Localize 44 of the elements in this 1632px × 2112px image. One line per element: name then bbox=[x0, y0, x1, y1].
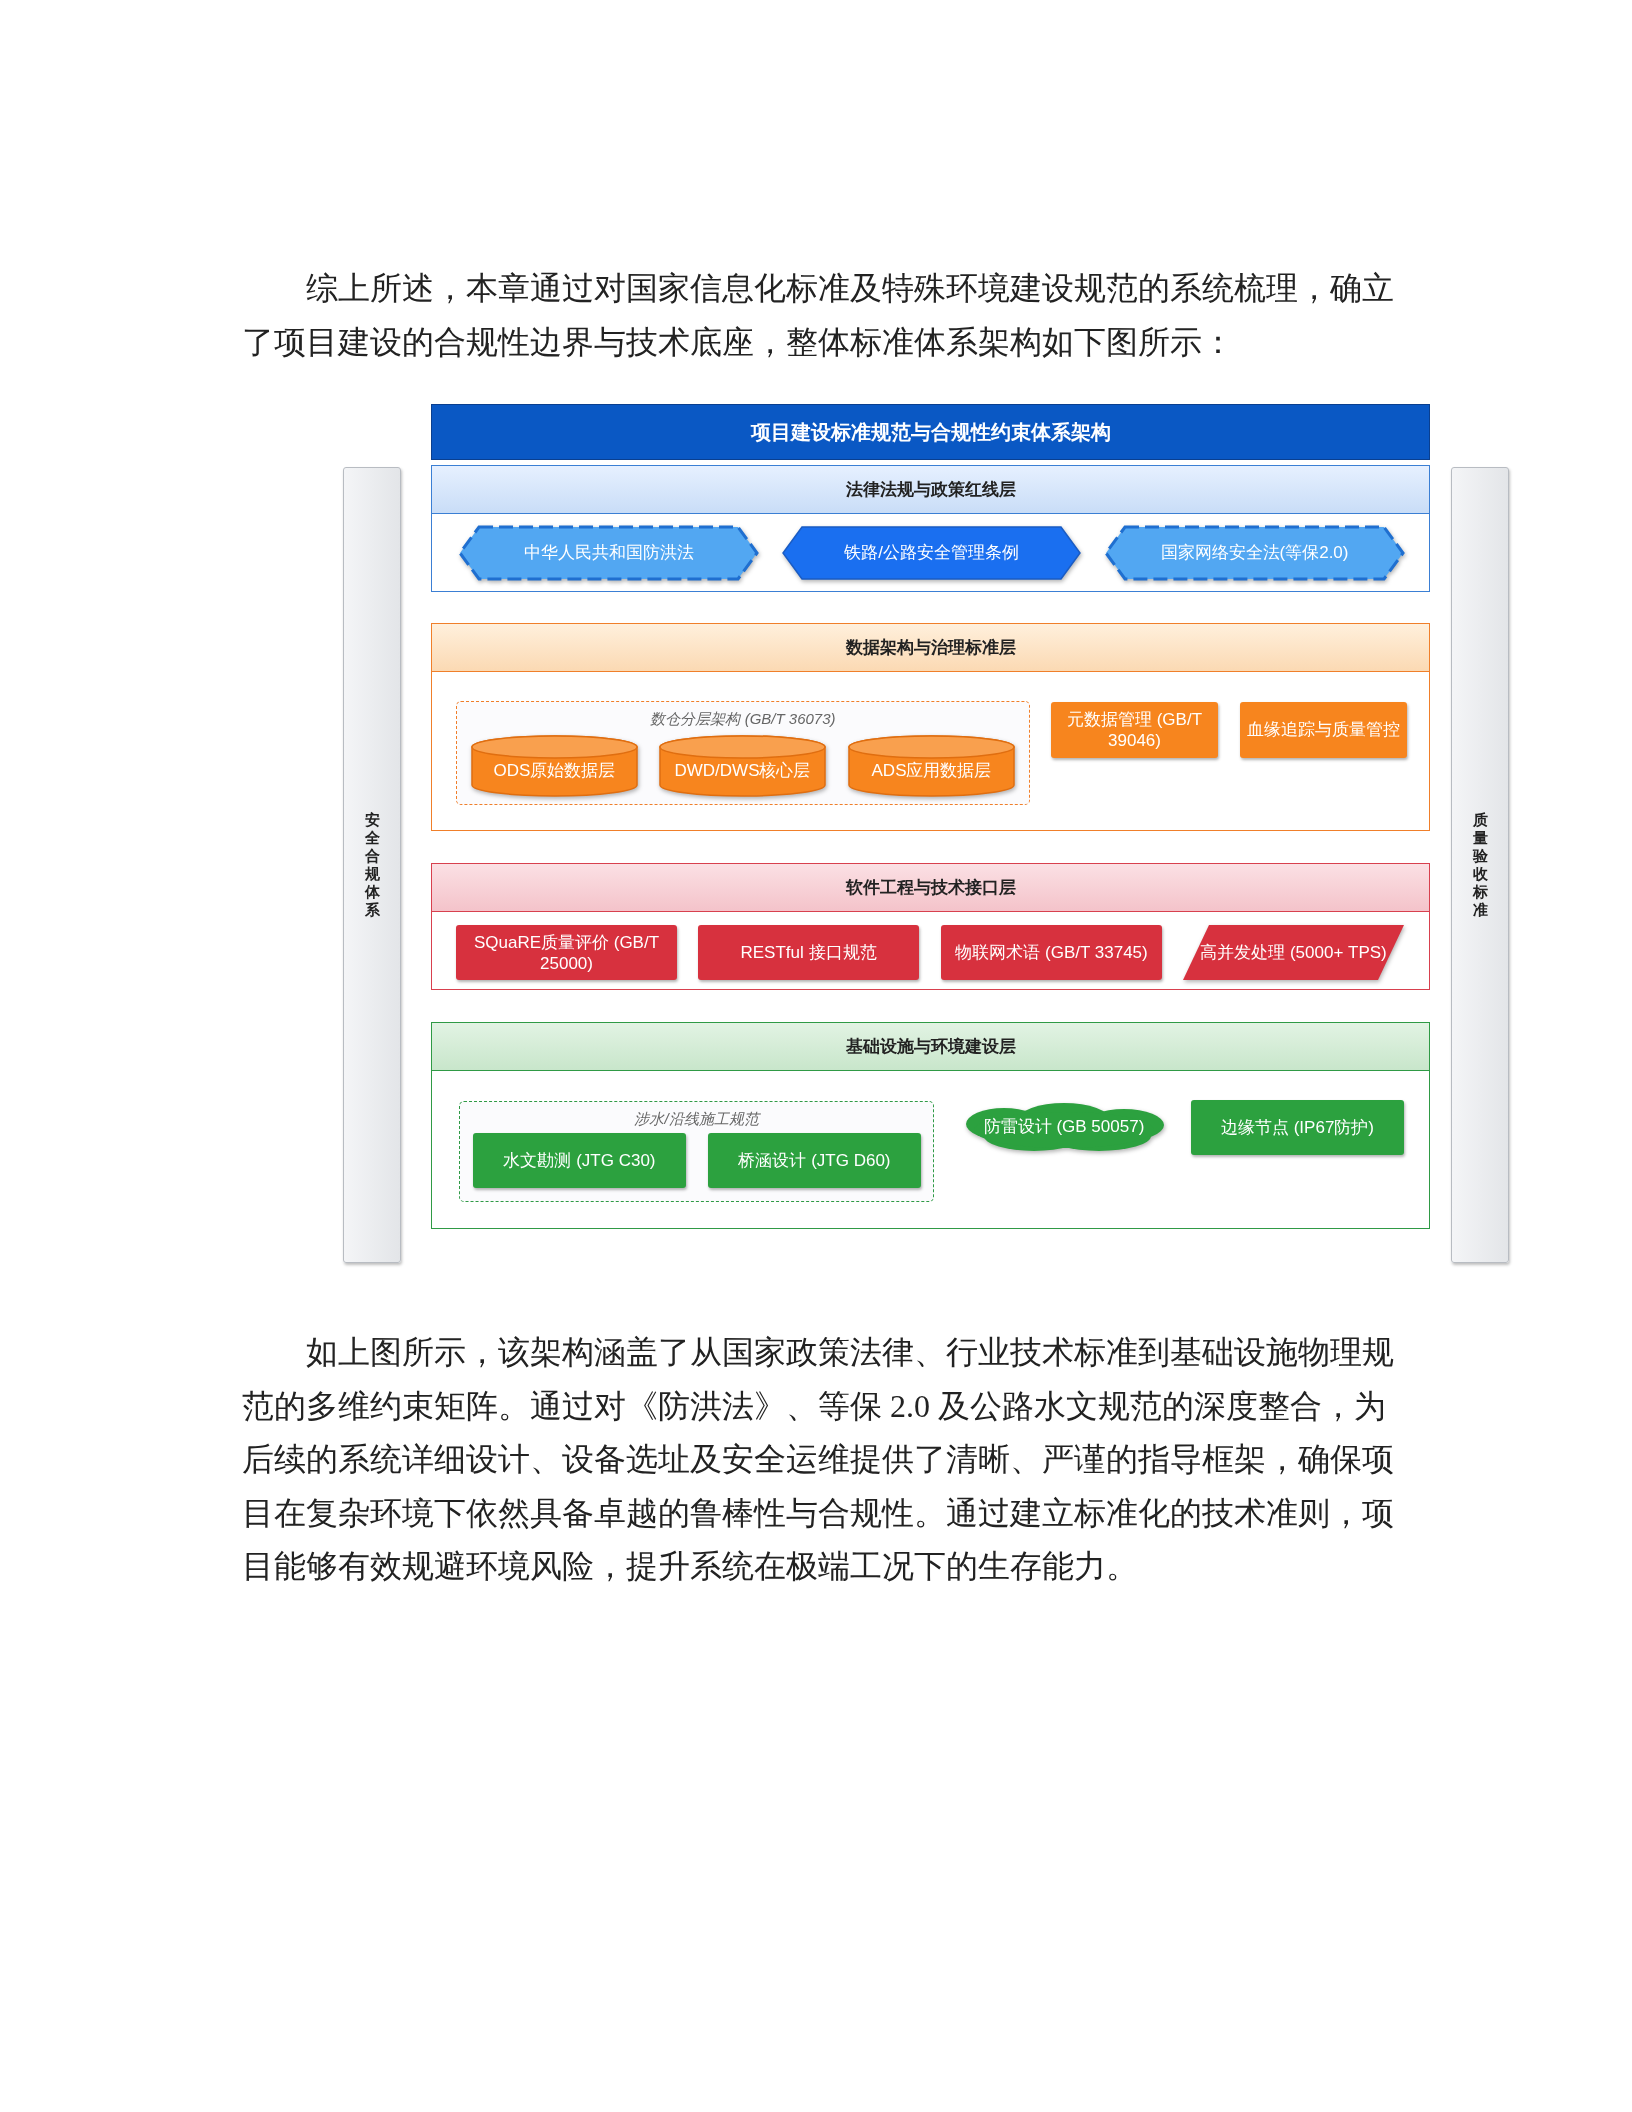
node-label: 中华人民共和国防洪法 bbox=[522, 542, 695, 564]
standard-box bbox=[941, 925, 1162, 980]
title-bar bbox=[431, 404, 1430, 460]
standard-box bbox=[1191, 1100, 1404, 1155]
layer-panel bbox=[431, 863, 1430, 990]
standard-box bbox=[1051, 702, 1218, 758]
node-label: ODS原始数据层 bbox=[492, 760, 617, 782]
node-label: 防雷设计 (GB 50057) bbox=[982, 1116, 1146, 1138]
layer-header: 法律法规与政策红线层 bbox=[432, 466, 1429, 514]
node-label: 高并发处理 (5000+ TPS) bbox=[1199, 941, 1388, 964]
dashed-group bbox=[459, 1101, 934, 1202]
dashed-group bbox=[456, 701, 1030, 805]
standard-box bbox=[698, 925, 919, 980]
node-label: 项目建设标准规范与合规性约束体系架构 bbox=[749, 419, 1112, 445]
node-label: 血缘追踪与质量管控 bbox=[1246, 719, 1401, 741]
standard-box bbox=[1240, 702, 1407, 758]
side-panel-label: 安全合规体系 bbox=[364, 811, 380, 919]
node-label: DWD/DWS核心层 bbox=[673, 760, 812, 782]
layer-header: 软件工程与技术接口层 bbox=[432, 864, 1429, 912]
layer-header: 基础设施与环境建设层 bbox=[432, 1023, 1429, 1071]
node-label: 元数据管理 (GB/T 39046) bbox=[1065, 708, 1204, 752]
node-label: 水文勘测 (JTG C30) bbox=[502, 1149, 657, 1172]
standard-box bbox=[456, 925, 677, 980]
standard-box bbox=[473, 1133, 686, 1188]
node-label: SQuaRE质量评价 (GB/T 25000) bbox=[472, 931, 661, 974]
paragraph-text: 如上图所示，该架构涵盖了从国家政策法律、行业技术标准到基础设施物理规范的多维约束矩阵。通过对《防洪法》、等保 2.0 及公路水文规范的深度整合，为后续的系统详细设计、设备选址及安全运维提供了清晰、严谨的指导框架，确保项目在复杂环境下依然具备卓越的鲁棒性与合规性。通过建立标准化的技术准则，项目能够有效规避环境风险，提升系统在极端工况下的生存能力。 bbox=[242, 1333, 1395, 1586]
paragraph-text: 综上所述，本章通过对国家信息化标准及特殊环境建设规范的系统梳理，确立了项目建设的合规性边界与技术底座，整体标准体系架构如下图所示： bbox=[242, 269, 1395, 362]
side-panel bbox=[1451, 467, 1509, 1263]
layer-header: 数据架构与治理标准层 bbox=[432, 624, 1429, 672]
group-label: 数仓分层架构 (GB/T 36073) bbox=[649, 710, 837, 728]
node-label: 边缘节点 (IP67防护) bbox=[1220, 1116, 1375, 1139]
node-label: RESTful 接口规范 bbox=[739, 941, 878, 964]
side-panel-label: 质量验收标准 bbox=[1472, 811, 1488, 919]
standard-box bbox=[708, 1133, 921, 1188]
layer-panel bbox=[431, 1022, 1430, 1229]
node-label: ADS应用数据层 bbox=[870, 760, 993, 782]
node-label: 物联网术语 (GB/T 33745) bbox=[954, 941, 1149, 964]
side-panel bbox=[343, 467, 401, 1263]
node-label: 国家网络安全法(等保2.0) bbox=[1159, 542, 1350, 564]
group-label: 涉水/沿线施工规范 bbox=[633, 1110, 762, 1128]
node-label: 桥涵设计 (JTG D60) bbox=[737, 1149, 892, 1172]
layer-panel bbox=[431, 623, 1430, 831]
layer-panel bbox=[431, 465, 1430, 592]
node-label: 铁路/公路安全管理条例 bbox=[843, 542, 1020, 564]
